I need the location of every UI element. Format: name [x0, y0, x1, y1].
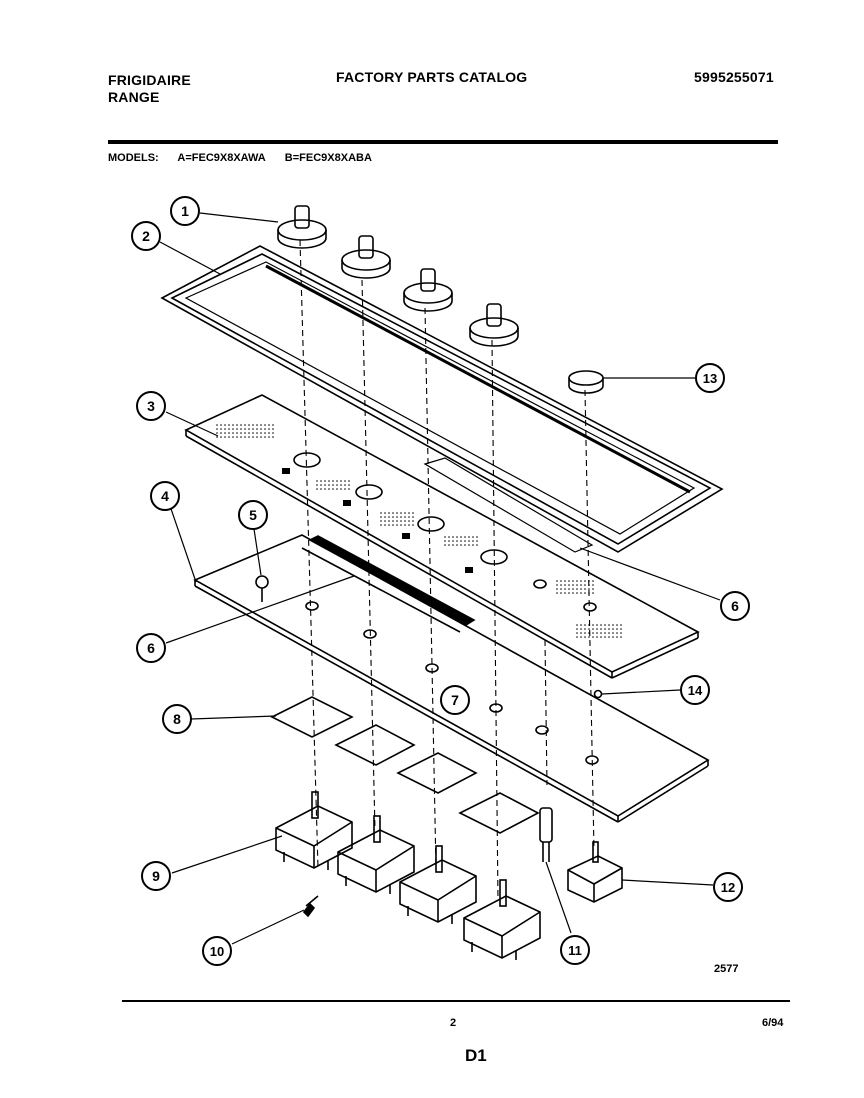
part-2-trim-frame [160, 245, 724, 553]
svg-text:2: 2 [142, 228, 150, 244]
callout-6-upper: 6 [720, 591, 750, 621]
callout-1: 1 [170, 196, 200, 226]
svg-text:3: 3 [147, 398, 155, 414]
svg-text:11: 11 [568, 943, 582, 958]
catalog-part-number: 5995255071 [694, 69, 774, 85]
callout-11: 11 [560, 935, 590, 965]
callout-14: 14 [680, 675, 710, 705]
part-13-button-cap [568, 370, 604, 394]
models-label: MODELS: [108, 152, 159, 164]
callout-3: 3 [136, 391, 166, 421]
model-a: A=FEC9X8XAWA [177, 152, 266, 164]
catalog-title: FACTORY PARTS CATALOG [336, 69, 528, 85]
svg-text:8: 8 [173, 711, 181, 727]
catalog-date: 6/94 [762, 1017, 784, 1029]
svg-text:5: 5 [249, 507, 257, 523]
callout-7: 7 [440, 685, 470, 715]
footer-rule [122, 1000, 790, 1002]
part-1-control-knobs [277, 205, 519, 347]
alignment-lines [299, 239, 595, 901]
callouts: 1 2 3 4 5 6 6 7 [131, 196, 750, 966]
part-14-clip [593, 689, 603, 699]
part-12-switch [567, 841, 623, 903]
part-5-screw [255, 575, 269, 602]
svg-text:12: 12 [721, 880, 735, 895]
drawing-number: 2577 [714, 963, 739, 975]
part-3-control-panel [184, 394, 700, 679]
svg-text:6: 6 [147, 640, 155, 656]
sheet-id: D1 [465, 1046, 487, 1065]
svg-text:14: 14 [688, 683, 703, 698]
svg-text:13: 13 [703, 371, 717, 386]
part-11-indicator-lamp [539, 807, 553, 862]
svg-text:6: 6 [731, 598, 739, 614]
callout-12: 12 [713, 872, 743, 902]
models-line: MODELS: A=FEC9X8XAWA B=FEC9X8XABA [108, 152, 388, 164]
brand-name: FRIGIDAIRE [108, 72, 191, 88]
model-b: B=FEC9X8XABA [284, 152, 372, 164]
part-8-insulator-pads [270, 696, 540, 834]
part-6-channel-strip [301, 535, 476, 633]
product-type: RANGE [108, 89, 160, 105]
part-9-infinite-switches [275, 791, 541, 960]
callout-4: 4 [150, 481, 180, 511]
callout-10: 10 [202, 936, 232, 966]
svg-text:4: 4 [161, 488, 169, 504]
brand-label: FRIGIDAIRE RANGE [108, 72, 191, 106]
svg-text:1: 1 [181, 203, 189, 219]
part-4-backing-plate [193, 534, 710, 823]
callout-6-lower: 6 [136, 633, 166, 663]
callout-2: 2 [131, 221, 161, 251]
part-10-screw [302, 895, 319, 918]
callout-5: 5 [238, 500, 268, 530]
leader-lines [159, 212, 721, 945]
callout-8: 8 [162, 704, 192, 734]
svg-text:9: 9 [152, 868, 160, 884]
callout-9: 9 [141, 861, 171, 891]
header-rule [108, 140, 778, 144]
svg-text:10: 10 [210, 944, 224, 959]
page-number: 2 [450, 1017, 457, 1029]
callout-13: 13 [695, 363, 725, 393]
svg-text:7: 7 [451, 692, 459, 708]
